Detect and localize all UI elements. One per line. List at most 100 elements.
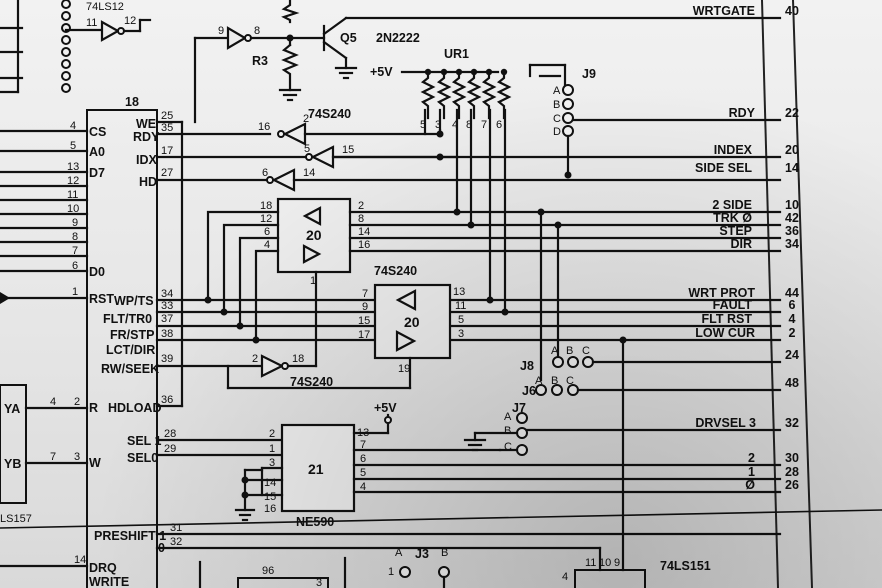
svg-text:18: 18 — [260, 200, 272, 212]
svg-text:14: 14 — [264, 477, 276, 489]
svg-text:1: 1 — [72, 286, 78, 298]
svg-text:38: 38 — [161, 328, 173, 340]
svg-text:B: B — [553, 99, 560, 111]
paper-edge-line — [792, 0, 813, 588]
connector-signal-label: Ø — [745, 478, 755, 492]
svg-text:A: A — [504, 411, 512, 423]
svg-text:14: 14 — [303, 167, 315, 179]
ne590-vcc-label: +5V — [374, 401, 397, 415]
s240-label-bottom: 74S240 — [290, 375, 333, 389]
svg-text:4: 4 — [264, 239, 270, 251]
svg-text:2: 2 — [74, 396, 80, 408]
u18-cs-label: CS — [89, 125, 106, 139]
connector-signal-label: TRK Ø — [713, 211, 752, 225]
connector-pin-number: 42 — [785, 211, 799, 225]
svg-text:8: 8 — [72, 231, 78, 243]
u18-sel1-label: SEL 1 — [127, 434, 162, 448]
svg-text:DRQ: DRQ — [89, 561, 117, 575]
svg-text:A: A — [535, 375, 543, 387]
u18-body — [86, 109, 158, 588]
s240-label-top: 74S240 — [308, 107, 351, 121]
q5-label: Q5 — [340, 31, 357, 45]
svg-text:4: 4 — [70, 120, 76, 132]
u18-rst-label: RST — [89, 292, 114, 306]
connector-signal-label: WRTGATE — [693, 4, 755, 18]
u18-frstp-label: FR/STP — [110, 328, 154, 342]
svg-text:29: 29 — [164, 443, 176, 455]
sheet-fold-line — [0, 509, 882, 529]
svg-text:7: 7 — [72, 245, 78, 257]
u18-rdy-label: RDY — [133, 130, 160, 144]
connector-signal-label: DRVSEL 3 — [695, 416, 756, 430]
svg-text:12: 12 — [260, 213, 272, 225]
svg-text:25: 25 — [161, 110, 173, 122]
connector-pin-number: 28 — [785, 465, 799, 479]
svg-text:39: 39 — [161, 353, 173, 365]
u18-idx-label: IDX — [136, 153, 158, 167]
ur1-resistor — [481, 70, 497, 120]
svg-text:B: B — [551, 375, 558, 387]
connector-signal-label: 1 — [748, 465, 755, 479]
svg-text:B: B — [504, 425, 511, 437]
ls157-chip — [0, 384, 27, 504]
u18-wpts-label: WP/TS — [114, 294, 154, 308]
svg-text:7: 7 — [481, 119, 487, 131]
svg-text:7: 7 — [362, 288, 368, 300]
connector-signal-label: WRT PROT — [688, 286, 755, 300]
svg-text:5: 5 — [420, 119, 426, 131]
connector-signal-label: 2 SIDE — [712, 198, 752, 212]
svg-text:B: B — [566, 345, 573, 357]
connector-signal-label: 2 — [748, 451, 755, 465]
svg-text:3: 3 — [435, 119, 441, 131]
ur1-resistor-pack: +5V UR1 5 3 4 8 7 6 — [370, 47, 512, 131]
svg-text:3: 3 — [74, 451, 80, 463]
buffer-block-1: 20 2 8 14 16 18 12 6 4 1 — [204, 197, 782, 368]
ur1-label: UR1 — [444, 47, 469, 61]
paper-edge-line — [761, 0, 779, 588]
pullup-bus — [423, 108, 627, 572]
ur1-resistor — [451, 70, 467, 120]
svg-text:6: 6 — [262, 167, 268, 179]
svg-text:5: 5 — [360, 467, 366, 479]
connector-pin-number: 34 — [785, 237, 799, 251]
svg-text:C: C — [553, 113, 561, 125]
svg-text:9: 9 — [362, 301, 368, 313]
svg-text:33: 33 — [161, 300, 173, 312]
svg-text:R: R — [89, 401, 98, 415]
svg-text:15: 15 — [358, 315, 370, 327]
svg-text:1: 1 — [388, 566, 394, 578]
ls12-area: 74LS12 11 12 — [0, 0, 152, 94]
svg-text:A: A — [553, 85, 561, 97]
ne590-number: 21 — [308, 461, 324, 477]
q5-transistor: 9 8 R3 Q5 2N2222 — [193, 0, 782, 124]
connector-pin-number: 30 — [785, 451, 799, 465]
svg-text:34: 34 — [161, 288, 173, 300]
svg-text:7: 7 — [50, 451, 56, 463]
svg-text:6: 6 — [360, 453, 366, 465]
ne590-chip: 21 NE590 2 1 3 14 15 16 +5V 13 7 6 5 4 — [234, 401, 782, 529]
svg-text:YA: YA — [4, 402, 20, 416]
svg-text:3: 3 — [458, 328, 464, 340]
svg-text:6: 6 — [72, 260, 78, 272]
svg-text:28: 28 — [164, 428, 176, 440]
u18-sel0-label: SEL0 — [127, 451, 158, 465]
svg-text:16: 16 — [358, 239, 370, 251]
svg-text:14: 14 — [358, 226, 370, 238]
svg-text:10: 10 — [67, 203, 79, 215]
svg-text:D: D — [553, 126, 561, 138]
svg-text:9: 9 — [72, 217, 78, 229]
svg-text:5: 5 — [70, 140, 76, 152]
connector-signal-label: FLT RST — [702, 312, 753, 326]
ur1-resistor — [496, 70, 512, 120]
svg-text:7: 7 — [360, 439, 366, 451]
connector-pin-number: 2 — [789, 326, 796, 340]
svg-text:A: A — [551, 345, 559, 357]
connector-pin-number: 22 — [785, 106, 799, 120]
u18-d7-label: D7 — [89, 166, 105, 180]
svg-text:4: 4 — [452, 119, 458, 131]
connector-signal-label: STEP — [719, 224, 752, 238]
vcc-label: +5V — [370, 65, 393, 79]
u18-lctdir-label: LCT/DIR — [106, 343, 155, 357]
